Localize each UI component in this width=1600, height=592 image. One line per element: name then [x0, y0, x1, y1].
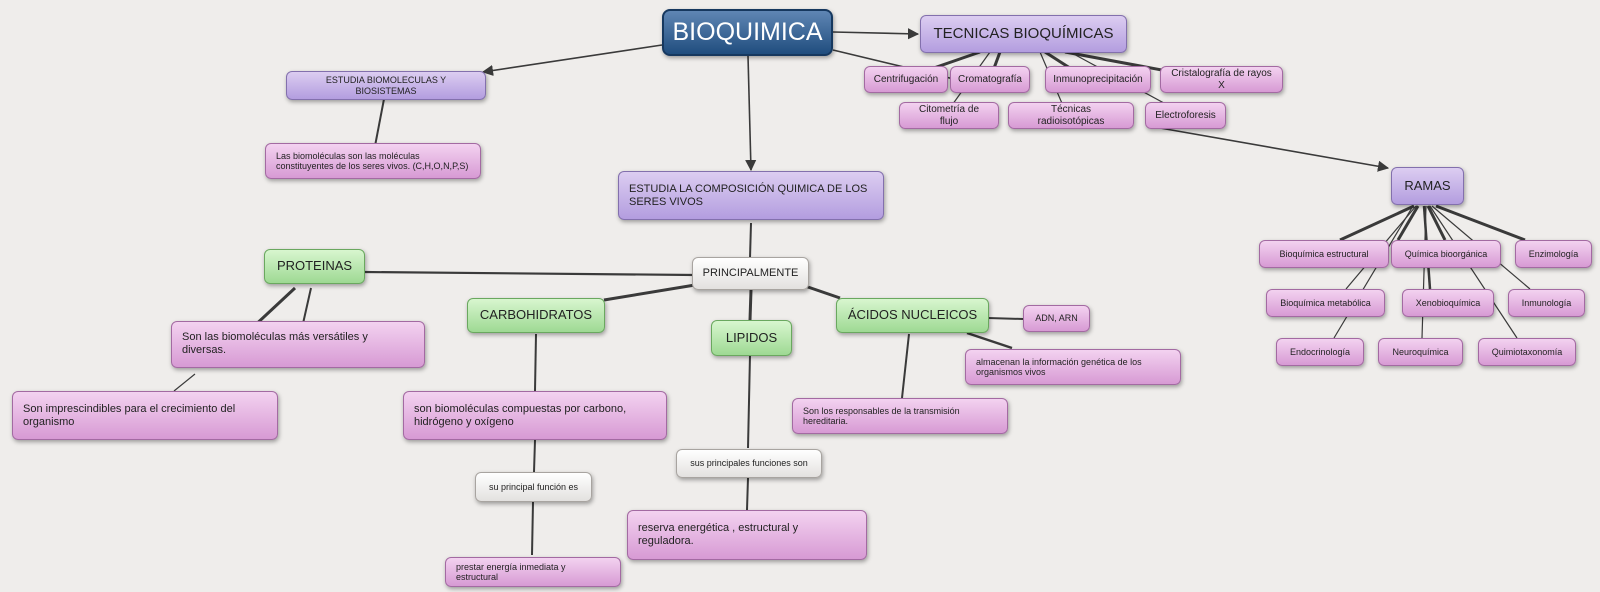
- node-estudia-biomoleculas[interactable]: ESTUDIA BIOMOLECULAS Y BIOSISTEMAS: [286, 71, 486, 100]
- node-enzimologia[interactable]: Enzimología: [1515, 240, 1592, 268]
- link-root-tecnicas: [832, 28, 920, 40]
- link-electroforesis-ramas: [1159, 127, 1390, 172]
- link-root-estudia-comp: [745, 55, 757, 172]
- node-tecnicas[interactable]: TECNICAS BIOQUÍMICAS: [920, 15, 1127, 53]
- node-estudia-composicion[interactable]: ESTUDIA LA COMPOSICIÓN QUIMICA DE LOS SE…: [618, 171, 884, 220]
- node-principalmente[interactable]: PRINCIPALMENTE: [692, 257, 809, 290]
- node-biomoleculas-definicion[interactable]: Las biomoléculas son las moléculas const…: [265, 143, 481, 179]
- link-root-estudia-bio: [481, 44, 663, 77]
- node-inmunoprecipitacion[interactable]: Inmunoprecipitación: [1045, 66, 1151, 93]
- node-neuroquimica[interactable]: Neuroquímica: [1378, 338, 1463, 366]
- node-quimiotaxonomia[interactable]: Quimiotaxonomía: [1478, 338, 1576, 366]
- node-centrifugacion[interactable]: Centrifugación: [864, 66, 948, 93]
- node-citometria[interactable]: Citometría de flujo: [899, 102, 999, 129]
- node-xenobioquimica[interactable]: Xenobioquímica: [1402, 289, 1494, 317]
- node-carbohidratos-energia[interactable]: prestar energía inmediata y estructural: [445, 557, 621, 587]
- node-acidos-nucleicos[interactable]: ÁCIDOS NUCLEICOS: [836, 298, 989, 333]
- node-cristalografia[interactable]: Cristalografía de rayos X: [1160, 66, 1283, 93]
- node-quimica-bioorganica[interactable]: Química bioorgánica: [1391, 240, 1501, 268]
- node-bioquimica-estructural[interactable]: Bioquímica estructural: [1259, 240, 1389, 268]
- node-acidos-hereditaria[interactable]: Son los responsables de la transmisión h…: [792, 398, 1008, 434]
- node-proteinas[interactable]: PROTEINAS: [264, 249, 365, 284]
- node-lipidos[interactable]: LIPIDOS: [711, 320, 792, 356]
- node-lipidos-funciones[interactable]: sus principales funciones son: [676, 449, 822, 478]
- node-proteinas-crecimiento[interactable]: Son imprescindibles para el crecimiento …: [12, 391, 278, 440]
- node-carbohidratos[interactable]: CARBOHIDRATOS: [467, 298, 605, 333]
- node-bioquimica-metabolica[interactable]: Bioquímica metabólica: [1266, 289, 1385, 317]
- node-inmunologia[interactable]: Inmunología: [1508, 289, 1585, 317]
- node-electroforesis[interactable]: Electroforesis: [1145, 102, 1226, 129]
- node-carbohidratos-funcion[interactable]: su principal función es: [475, 472, 592, 502]
- node-endocrinologia[interactable]: Endocrinología: [1276, 338, 1364, 366]
- node-cromatografia[interactable]: Cromatografía: [950, 66, 1030, 93]
- node-acidos-informacion[interactable]: almacenan la información genética de los…: [965, 349, 1181, 385]
- node-radioisotopicas[interactable]: Técnicas radioisotópicas: [1008, 102, 1134, 129]
- node-ramas[interactable]: RAMAS: [1391, 167, 1464, 205]
- node-adn-arn[interactable]: ADN, ARN: [1023, 305, 1090, 332]
- node-lipidos-reserva[interactable]: reserva energética , estructural y regul…: [627, 510, 867, 560]
- root-node[interactable]: BIOQUIMICA: [662, 9, 833, 56]
- node-carbohidratos-descripcion[interactable]: son biomoléculas compuestas por carbono,…: [403, 391, 667, 440]
- node-proteinas-descripcion[interactable]: Son las biomoléculas más versátiles y di…: [171, 321, 425, 368]
